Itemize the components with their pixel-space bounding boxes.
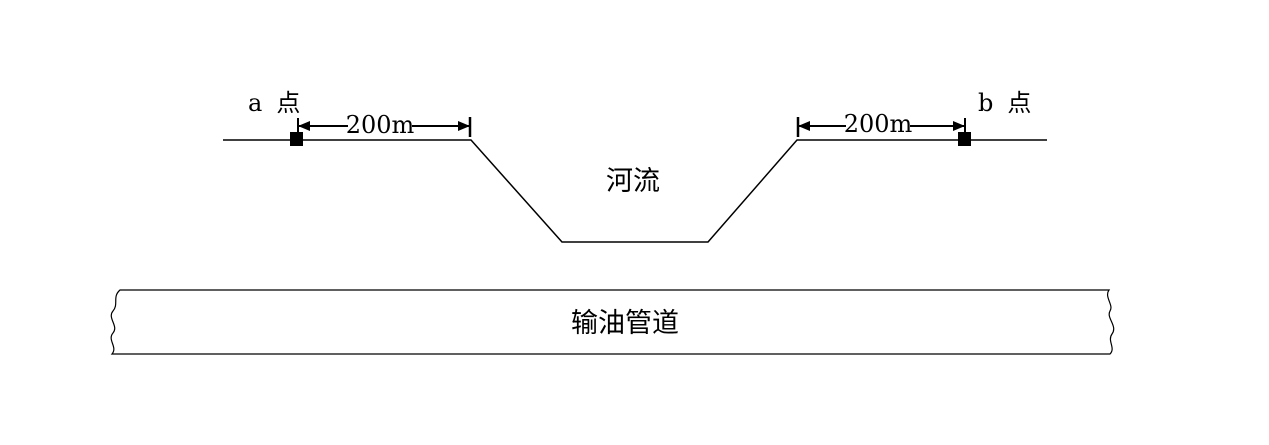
point-a-label: a 点 [248,89,300,117]
pipeline-label: 输油管道 [571,308,679,339]
left-dimension-label: 200m [346,111,415,139]
ground-river-profile [223,139,1047,243]
right-dimension-label: 200m [844,110,913,138]
point-a-marker [290,132,303,146]
pipeline-body [110,289,1115,355]
point-b-marker [958,132,971,146]
river-label: 河流 [606,166,660,197]
point-b-label: b 点 [978,89,1031,117]
left-dimension-label-bg [348,111,412,137]
right-dimension-label-bg [846,110,910,136]
